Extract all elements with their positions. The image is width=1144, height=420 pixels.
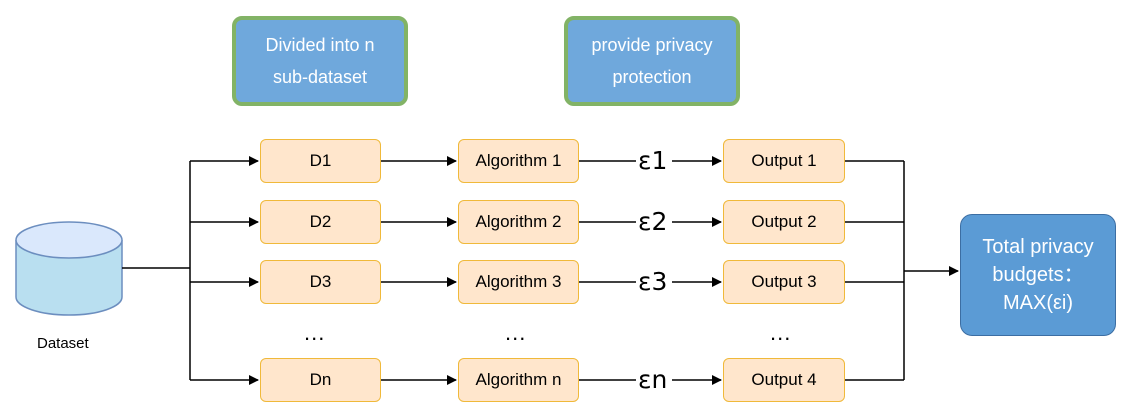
epsilon-label: ε2 [636, 207, 670, 237]
note-protect-line2: protection [612, 67, 692, 87]
note-protect: provide privacy protection [564, 16, 740, 106]
total-line3: MAX(εi) [1002, 292, 1074, 314]
note-split-line1: Divided into n [265, 35, 375, 55]
note-protect-line1: provide privacy [591, 35, 713, 55]
epsilon-label: ε3 [636, 267, 670, 297]
algorithm-box: Algorithm 1 [458, 139, 579, 183]
subset-box: D3 [260, 260, 381, 304]
row-connectors [190, 156, 904, 385]
output-box: Output 4 [723, 358, 845, 402]
dataset-cylinder-icon [15, 221, 123, 316]
algorithm-box: Algorithm n [458, 358, 579, 402]
note-split-line2: sub-dataset [272, 67, 368, 87]
subset-box: D2 [260, 200, 381, 244]
subset-box: D1 [260, 139, 381, 183]
subset-box: Dn [260, 358, 381, 402]
ellipsis-algorithm: ... [505, 320, 527, 345]
algorithm-box: Algorithm 3 [458, 260, 579, 304]
total-line2: budgets： [992, 264, 1084, 286]
ellipsis-output: ... [770, 320, 792, 345]
epsilon-label: εn [636, 365, 670, 395]
note-split: Divided into n sub-dataset [232, 16, 408, 106]
output-box: Output 3 [723, 260, 845, 304]
total-line1: Total privacy [982, 236, 1094, 258]
total-budget-box: Total privacy budgets： MAX(εi) [960, 214, 1116, 336]
output-box: Output 2 [723, 200, 845, 244]
epsilon-label: ε1 [636, 146, 670, 176]
ellipsis-subset: ... [304, 320, 326, 345]
output-box: Output 1 [723, 139, 845, 183]
algorithm-box: Algorithm 2 [458, 200, 579, 244]
dataset-label: Dataset [37, 335, 89, 352]
